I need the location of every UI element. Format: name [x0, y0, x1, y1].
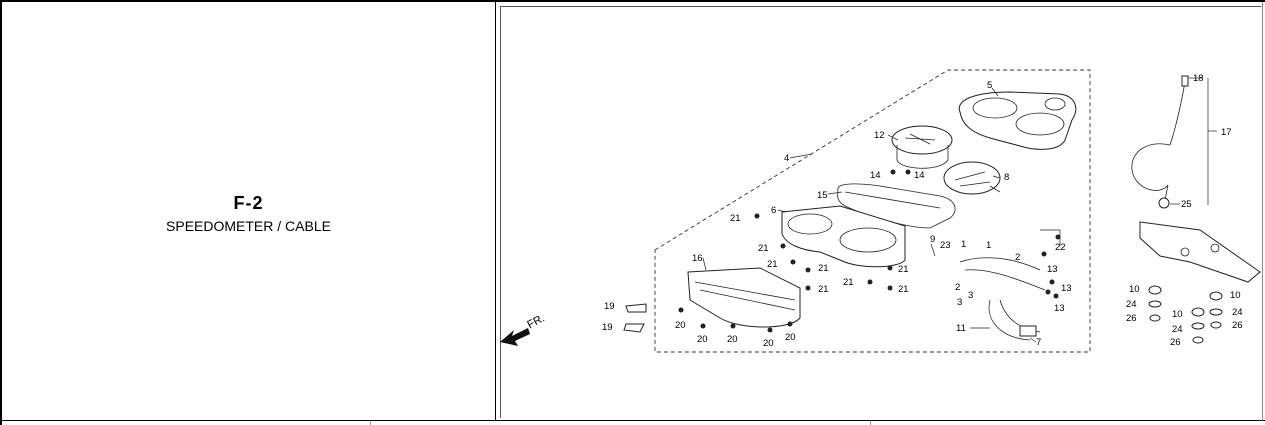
callout-label: 25 [1181, 199, 1192, 210]
callout-label: 21 [767, 259, 778, 270]
callout-label: 26 [1126, 313, 1137, 324]
section-title: SPEEDOMETER / CABLE [166, 218, 331, 234]
callout-label: 24 [1126, 299, 1137, 310]
callout-label: 20 [785, 332, 796, 343]
meter-gasket-part [837, 183, 956, 229]
callout-label: 12 [874, 130, 885, 141]
diagram-frame [500, 6, 1261, 418]
leader-lines [702, 77, 1217, 343]
callout-label: 24 [1172, 324, 1183, 335]
callout-label: 1 [961, 239, 966, 250]
meter-case-part [781, 205, 906, 268]
footer-divider [870, 421, 871, 425]
callout-label: 10 [1172, 309, 1183, 320]
callout-label: 11 [956, 323, 966, 334]
callout-labels: 1 1 2 2 3 3 4 5 6 7 8 9 10 10 10 11 12 1… [602, 73, 1243, 349]
callout-label: 21 [898, 264, 909, 275]
callout-label: 10 [1129, 284, 1140, 295]
panel-divider [495, 2, 496, 421]
callout-label: 16 [692, 253, 703, 264]
meter-cover-part [958, 91, 1077, 150]
callout-label: 10 [1230, 290, 1241, 301]
footer-divider [370, 421, 371, 425]
callout-label: 20 [763, 338, 774, 349]
callout-label: 22 [1055, 242, 1066, 253]
callout-label: 3 [957, 297, 962, 308]
callout-label: 14 [914, 170, 925, 181]
callout-label: 19 [604, 301, 615, 312]
title-panel: F-2 SPEEDOMETER / CABLE [2, 2, 495, 420]
callout-label: 20 [727, 334, 738, 345]
callout-label: 5 [987, 80, 992, 91]
callout-label: 3 [968, 290, 973, 301]
callout-label: 21 [818, 263, 829, 274]
callout-label: 18 [1193, 73, 1204, 84]
clip-set [623, 303, 647, 333]
meter-bracket-part [1139, 221, 1261, 283]
callout-label: 2 [1015, 252, 1020, 263]
callout-label: 21 [843, 277, 854, 288]
callout-label: 20 [697, 334, 708, 345]
callout-label: 17 [1221, 127, 1232, 138]
callout-label: 14 [870, 170, 881, 181]
callout-label: 15 [817, 190, 828, 201]
callout-label: 24 [1232, 307, 1243, 318]
callout-label: 21 [730, 213, 741, 224]
callout-label: 21 [818, 284, 829, 295]
callout-label: 1 [986, 240, 991, 251]
callout-label: 20 [675, 320, 686, 331]
callout-label: 21 [758, 243, 769, 254]
lower-case-part [687, 267, 801, 328]
grommet-set [1148, 285, 1223, 344]
assembly-boundary [654, 69, 1091, 353]
frame-bottom-border [0, 420, 1265, 421]
wire-harness-part [959, 257, 1046, 341]
callout-label: 4 [784, 153, 789, 164]
speedometer-cable-part [1131, 75, 1189, 209]
front-direction-arrow: FR. [500, 312, 547, 346]
frame-top-border [0, 0, 1265, 2]
speedometer-gauge-part [891, 125, 953, 169]
callout-label: 2 [955, 282, 960, 293]
callout-label: 26 [1170, 337, 1181, 348]
callout-label: 9 [930, 234, 935, 245]
callout-label: 13 [1047, 264, 1058, 275]
callout-label: 6 [771, 205, 776, 216]
section-code: F-2 [233, 193, 264, 213]
callout-label: 21 [898, 284, 909, 295]
callout-label: 13 [1054, 303, 1065, 314]
callout-label: 8 [1004, 172, 1009, 183]
callout-label: 26 [1232, 320, 1243, 331]
callout-label: 7 [1036, 337, 1041, 348]
callout-label: 19 [602, 322, 613, 333]
direction-label: FR. [525, 312, 546, 331]
callout-label: 13 [1061, 283, 1072, 294]
frame-right-border [1262, 2, 1263, 421]
callout-label: 23 [940, 240, 951, 251]
auxiliary-gauge-part [943, 161, 1001, 195]
frame-left-border [0, 0, 2, 425]
screw-set [678, 169, 1061, 333]
